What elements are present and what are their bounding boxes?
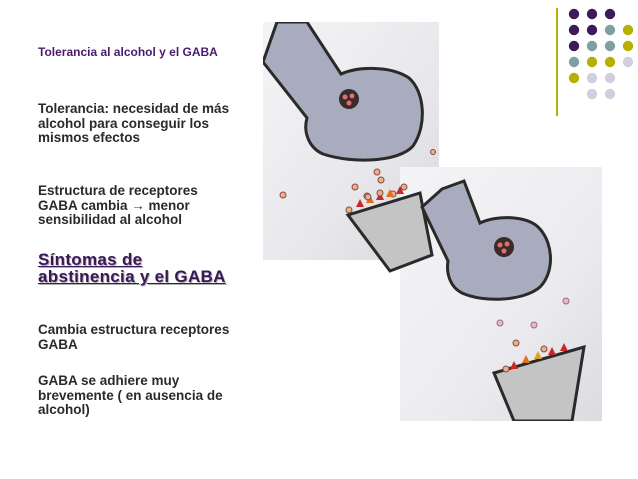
decor-dot: [568, 8, 580, 20]
decor-dot: [604, 8, 616, 20]
gaba-molecule: [279, 191, 287, 199]
vesicle-molecule: [342, 94, 348, 100]
decor-dot: [586, 40, 598, 52]
decor-dot: [604, 56, 616, 68]
gaba-molecule: [345, 206, 353, 214]
decor-dot: [586, 56, 598, 68]
decor-dot: [622, 24, 634, 36]
vesicle-molecule: [497, 242, 503, 248]
decor-dot: [604, 40, 616, 52]
postsynaptic-receptor-2: [491, 344, 586, 421]
decorative-dot-grid: [568, 8, 634, 100]
decor-dot: [604, 24, 616, 36]
gaba-molecule: [430, 149, 436, 155]
postsynaptic-receptor-1: [345, 191, 434, 273]
withdrawal-heading: Síntomas de abstinencia y el GABA: [38, 250, 226, 286]
decor-dot: [568, 40, 580, 52]
decor-dot: [586, 88, 598, 100]
receptor-change-paragraph: Estructura de receptores GABA cambia → m…: [38, 183, 198, 227]
vesicle-molecule: [504, 241, 510, 247]
presynaptic-neuron-2: [420, 179, 552, 301]
synapse-illustration-withdrawal: [345, 167, 602, 421]
gaba-molecule: [377, 176, 385, 184]
synaptic-vesicle: [339, 89, 359, 109]
decor-dot: [586, 24, 598, 36]
gaba-binding-paragraph: GABA se adhiere muy brevemente ( en ause…: [38, 373, 223, 417]
accent-line: [556, 8, 558, 116]
gaba-molecule: [562, 297, 570, 305]
decor-dot: [586, 8, 598, 20]
synaptic-vesicle-2: [494, 237, 514, 257]
gaba-molecule: [373, 168, 381, 176]
text-column: Tolerancia al alcohol y el GABA Toleranc…: [38, 44, 238, 417]
tolerance-paragraph: Tolerancia: necesidad de más alcohol par…: [38, 101, 230, 145]
vesicle-molecule: [346, 100, 352, 106]
presynaptic-neuron: [263, 22, 424, 162]
receptor-molecules-2: [502, 343, 568, 373]
gaba-molecule: [530, 321, 538, 329]
vesicle-molecule: [349, 93, 355, 99]
decor-dot: [622, 56, 634, 68]
gaba-molecule: [496, 319, 504, 327]
gaba-molecule: [512, 339, 520, 347]
slide-subtitle: Tolerancia al alcohol y el GABA: [38, 45, 218, 59]
decor-dot: [604, 88, 616, 100]
decor-dot: [568, 24, 580, 36]
decor-dot: [568, 56, 580, 68]
vesicle-molecule: [501, 248, 507, 254]
decor-dot: [586, 72, 598, 84]
decor-dot: [622, 40, 634, 52]
gaba-molecule: [351, 183, 359, 191]
decor-dot: [604, 72, 616, 84]
receptor-structure-paragraph: Cambia estructura receptores GABA: [38, 322, 230, 352]
decor-dot: [568, 72, 580, 84]
receptor-molecules-1: [356, 183, 408, 207]
